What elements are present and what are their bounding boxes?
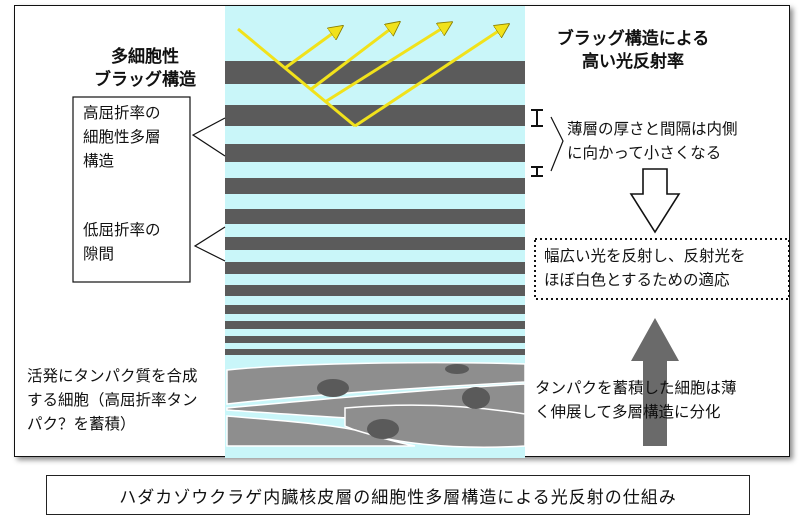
up-arrow <box>631 318 679 446</box>
high-index-pointer <box>191 117 226 157</box>
right-title-line: 高い光反射率 <box>582 52 684 72</box>
cell-note-line: く伸展して多層構造に分化 <box>535 403 721 421</box>
layer <box>225 144 525 162</box>
cell-nucleus <box>317 379 349 397</box>
layer <box>225 262 525 274</box>
cell-nucleus <box>445 364 469 374</box>
right-title-line: ブラッグ構造による <box>556 29 710 49</box>
left-title: 多細胞性 ブラッグ構造 <box>75 46 215 92</box>
down-arrow <box>629 168 681 234</box>
high-index-label: 高屈折率の 細胞性多層 構造 <box>83 101 161 173</box>
cell-layer-stack <box>225 61 525 355</box>
figure-caption: ハダカゾウクラゲ内臓核皮層の細胞性多層構造による光反射の仕組み <box>46 475 750 515</box>
left-title-line: 多細胞性 <box>111 47 179 67</box>
layer <box>225 349 525 355</box>
low-index-pointer <box>193 226 226 262</box>
cell-label-line: する細胞（高屈折率タン <box>27 391 198 409</box>
cell <box>226 415 416 447</box>
layer <box>225 105 525 126</box>
high-index-callout-box <box>72 96 191 283</box>
thickness-pointer <box>550 116 564 172</box>
layer <box>225 237 525 250</box>
reflection-note: 幅広い光を反射し、反射光を ほぼ白色とするための適応 <box>544 244 746 292</box>
bragg-structure-diagram <box>72 6 790 458</box>
reflected-ray <box>354 26 506 128</box>
low-index-label-line: 低屈折率の <box>83 221 161 239</box>
reflection-note-line: 幅広い光を反射し、反射光を <box>544 247 746 265</box>
layer <box>225 336 525 343</box>
thickness-note: 薄層の厚さと間隔は内側 に向かって小さくなる <box>567 117 738 165</box>
cell-nucleus <box>462 387 490 409</box>
cell-label-line: パク？を蓄積） <box>27 415 136 433</box>
layer <box>225 61 525 84</box>
reflected-ray <box>309 24 397 92</box>
thickness-note-line: 薄層の厚さと間隔は内側 <box>567 120 738 138</box>
cell-note: タンパクを蓄積した細胞は薄 く伸展して多層構造に分化 <box>535 376 737 424</box>
high-index-label-line: 高屈折率の <box>83 104 161 122</box>
high-index-label-line: 構造 <box>83 152 115 170</box>
layer <box>225 305 525 314</box>
reflected-ray <box>284 28 340 70</box>
cell-label-line: 活発にタンパク質を合成 <box>27 367 198 385</box>
caption-text: ハダカゾウクラゲ内臓核皮層の細胞性多層構造による光反射の仕組み <box>119 487 677 508</box>
layer <box>225 178 525 194</box>
layer <box>225 321 525 329</box>
reflection-note-box <box>534 238 790 300</box>
incident-ray <box>237 27 356 128</box>
thickness-markers <box>531 109 543 177</box>
cell-label: 活発にタンパク質を合成 する細胞（高屈折率タン パク？を蓄積） <box>27 364 198 436</box>
cell-note-line: タンパクを蓄積した細胞は薄 <box>535 379 737 397</box>
right-title: ブラッグ構造による 高い光反射率 <box>533 28 733 74</box>
light-rays <box>237 24 506 128</box>
low-index-label-line: 隙間 <box>83 245 115 263</box>
low-index-label: 低屈折率の 隙間 <box>83 218 161 266</box>
reflection-note-line: ほぼ白色とするための適応 <box>544 271 730 289</box>
layer <box>225 285 525 296</box>
reflected-ray <box>324 24 449 104</box>
diagram-frame: 多細胞性 ブラッグ構造 ブラッグ構造による 高い光反射率 高屈折率の 細胞性多層… <box>14 5 790 458</box>
thickness-note-line: に向かって小さくなる <box>567 144 722 162</box>
protein-cells <box>226 361 526 448</box>
layer <box>225 209 525 224</box>
high-index-label-line: 細胞性多層 <box>83 128 161 146</box>
left-title-line: ブラッグ構造 <box>94 70 196 90</box>
cell-nucleus <box>367 419 399 439</box>
